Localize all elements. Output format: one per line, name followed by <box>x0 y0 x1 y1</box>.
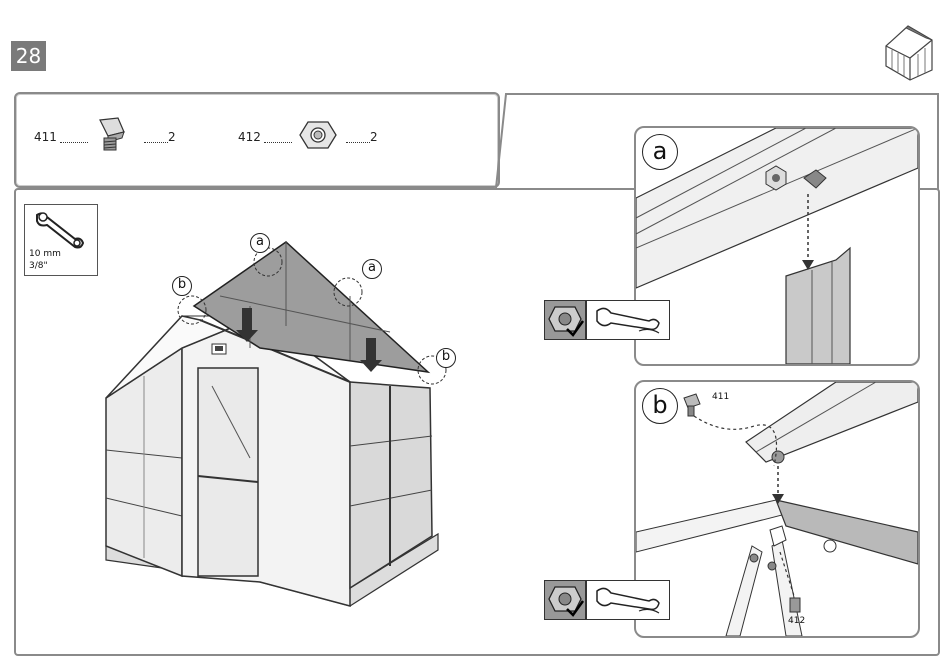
greenhouse-icon <box>880 20 940 82</box>
nut-thumb-b <box>544 580 586 620</box>
detail-panel-a: a <box>634 126 920 366</box>
part-411-qty: 2 <box>168 130 176 144</box>
detail-b-illustration <box>636 382 918 636</box>
part-412-leader <box>264 142 292 143</box>
nut-icon <box>298 118 338 152</box>
bolt-icon <box>92 114 132 154</box>
part-411-leader <box>60 142 88 143</box>
callout-a-left: a <box>250 233 270 253</box>
callout-b-left: b <box>172 276 192 296</box>
tool-size-metric: 10 mm <box>29 249 61 260</box>
wrench-icon <box>587 581 669 619</box>
nut-icon <box>545 581 585 619</box>
parts-list-panel: 411 2 412 2 <box>14 92 500 188</box>
part-411-label: 411 <box>34 130 57 144</box>
tool-size-imperial: 3/8" <box>29 261 48 272</box>
wrench-thumb-b <box>586 580 670 620</box>
detail-b-bolt-tag: 411 <box>712 392 729 402</box>
nut-thumb-a <box>544 300 586 340</box>
greenhouse-illustration <box>100 236 470 612</box>
part-412-label: 412 <box>238 130 261 144</box>
detail-b-nut-tag: 412 <box>788 616 805 626</box>
detail-a-letter: a <box>642 134 678 170</box>
wrench-thumb-a <box>586 300 670 340</box>
tool-box: 10 mm 3/8" <box>24 204 98 276</box>
part-411-qty-leader <box>144 142 168 143</box>
part-412-qty: 2 <box>370 130 378 144</box>
callout-b-right: b <box>436 348 456 368</box>
wrench-icon <box>31 209 89 251</box>
detail-b-letter: b <box>642 388 678 424</box>
page-number: 28 <box>11 41 46 71</box>
wrench-icon <box>587 301 669 339</box>
part-412-qty-leader <box>346 142 370 143</box>
detail-panel-b: b 411 412 <box>634 380 920 638</box>
nut-icon <box>545 301 585 339</box>
callout-a-right: a <box>362 259 382 279</box>
detail-a-illustration <box>636 128 918 364</box>
